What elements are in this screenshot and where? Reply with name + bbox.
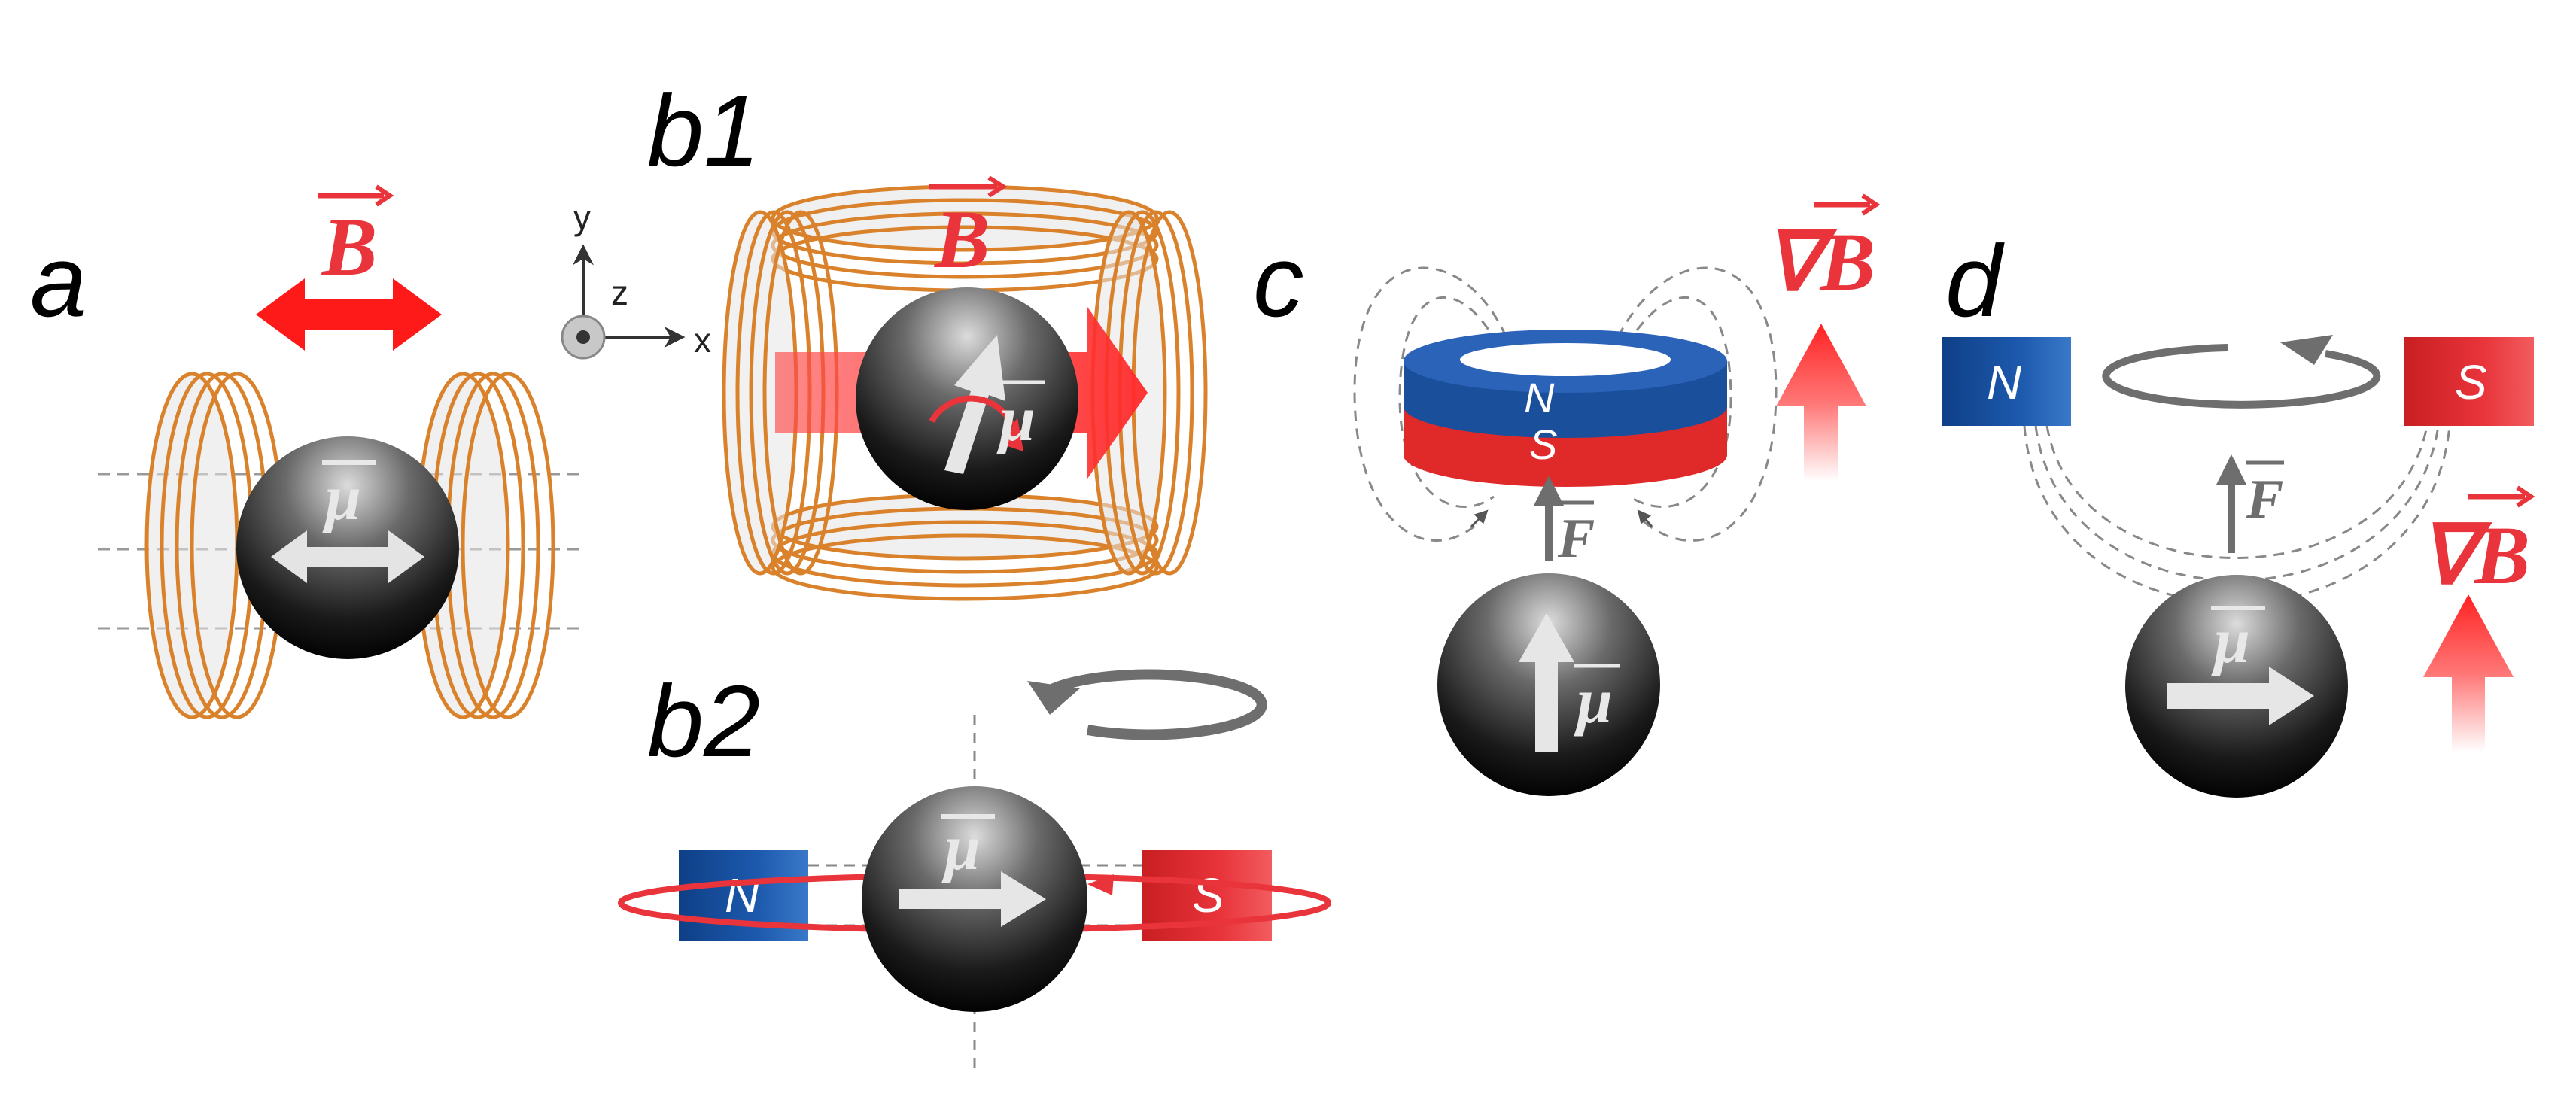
gradient-label-c: ∇B: [1765, 216, 1875, 308]
panel-d: d N S F μ ∇B: [1942, 224, 2535, 798]
vector-bar-head-field-a: [375, 184, 394, 207]
moment-label-b1: μ: [996, 382, 1036, 454]
gradient-arrow-c: [1776, 324, 1866, 482]
moment-label-d: μ: [2211, 604, 2250, 676]
magnet-south-label-c: S: [1529, 421, 1557, 468]
panel-label-a: a: [30, 224, 87, 338]
orbit-arrowhead-b2: [1087, 874, 1114, 895]
panel-a: a B μ: [30, 184, 587, 719]
field-lines-c: [1353, 266, 1778, 542]
moment-label-a: μ: [322, 461, 361, 533]
magnet-north-d: [1942, 337, 2071, 426]
panel-label-c: c: [1253, 224, 1304, 338]
magnet-north-label-c: N: [1524, 374, 1555, 421]
vector-bar-head-field-b1: [987, 175, 1008, 198]
force-label-d: F: [2246, 469, 2283, 530]
magnet-south-d: [2404, 337, 2534, 426]
magnet-south-label-b2: S: [1192, 868, 1224, 922]
vector-bar-head-gradient-c: [1861, 193, 1881, 216]
panel-c: c N S F μ ∇B: [1253, 193, 1881, 796]
magnet-south-label-d: S: [2455, 355, 2487, 409]
double-arrow-moment-a: [271, 530, 424, 583]
coil-bottom-b1: [771, 493, 1159, 601]
magnet-north-label-d: N: [1987, 355, 2022, 409]
axis-label-z: z: [611, 273, 628, 312]
coordinate-axes: y z x: [561, 198, 711, 360]
axis-label-x: x: [694, 321, 711, 360]
rotation-arrowhead-b2: [1027, 681, 1080, 715]
moment-arrow-c: [1519, 613, 1574, 752]
rotation-arrow-b2: [1043, 669, 1267, 740]
moment-arrow-d: [2167, 667, 2314, 725]
gradient-label-d: ∇B: [2419, 509, 2530, 601]
rotation-arrowhead-d: [2280, 335, 2333, 365]
axis-label-y: y: [573, 198, 591, 237]
torque-arrowhead-b1: [1001, 418, 1023, 451]
rotation-arrow-d: [2102, 344, 2381, 409]
moment-arrow-b1: [944, 335, 1005, 474]
double-arrow-field-a: [256, 278, 442, 351]
field-label-a: B: [321, 201, 377, 293]
field-label-b1: B: [933, 193, 990, 285]
panel-label-b1: b1: [647, 74, 760, 187]
force-label-c: F: [1557, 508, 1595, 570]
coil-right-a: [415, 372, 555, 719]
panel-b1: b1 B: [647, 74, 1208, 601]
magnet-north-label-b2: N: [725, 868, 760, 922]
coil-left-a: [144, 372, 284, 719]
moment-label-b2: μ: [941, 811, 981, 883]
vector-bar-head-gradient-d: [2516, 485, 2535, 508]
gradient-arrow-d: [2423, 594, 2514, 752]
disc-magnet-c: [1404, 330, 1727, 487]
panel-label-b2: b2: [647, 664, 760, 778]
panel-label-d: d: [1945, 224, 2005, 338]
panel-b2: b2 N S μ: [618, 664, 1331, 1068]
torque-arc-b1: [929, 395, 1015, 427]
moment-label-c: μ: [1574, 664, 1613, 737]
moment-arrow-b2: [899, 871, 1046, 927]
